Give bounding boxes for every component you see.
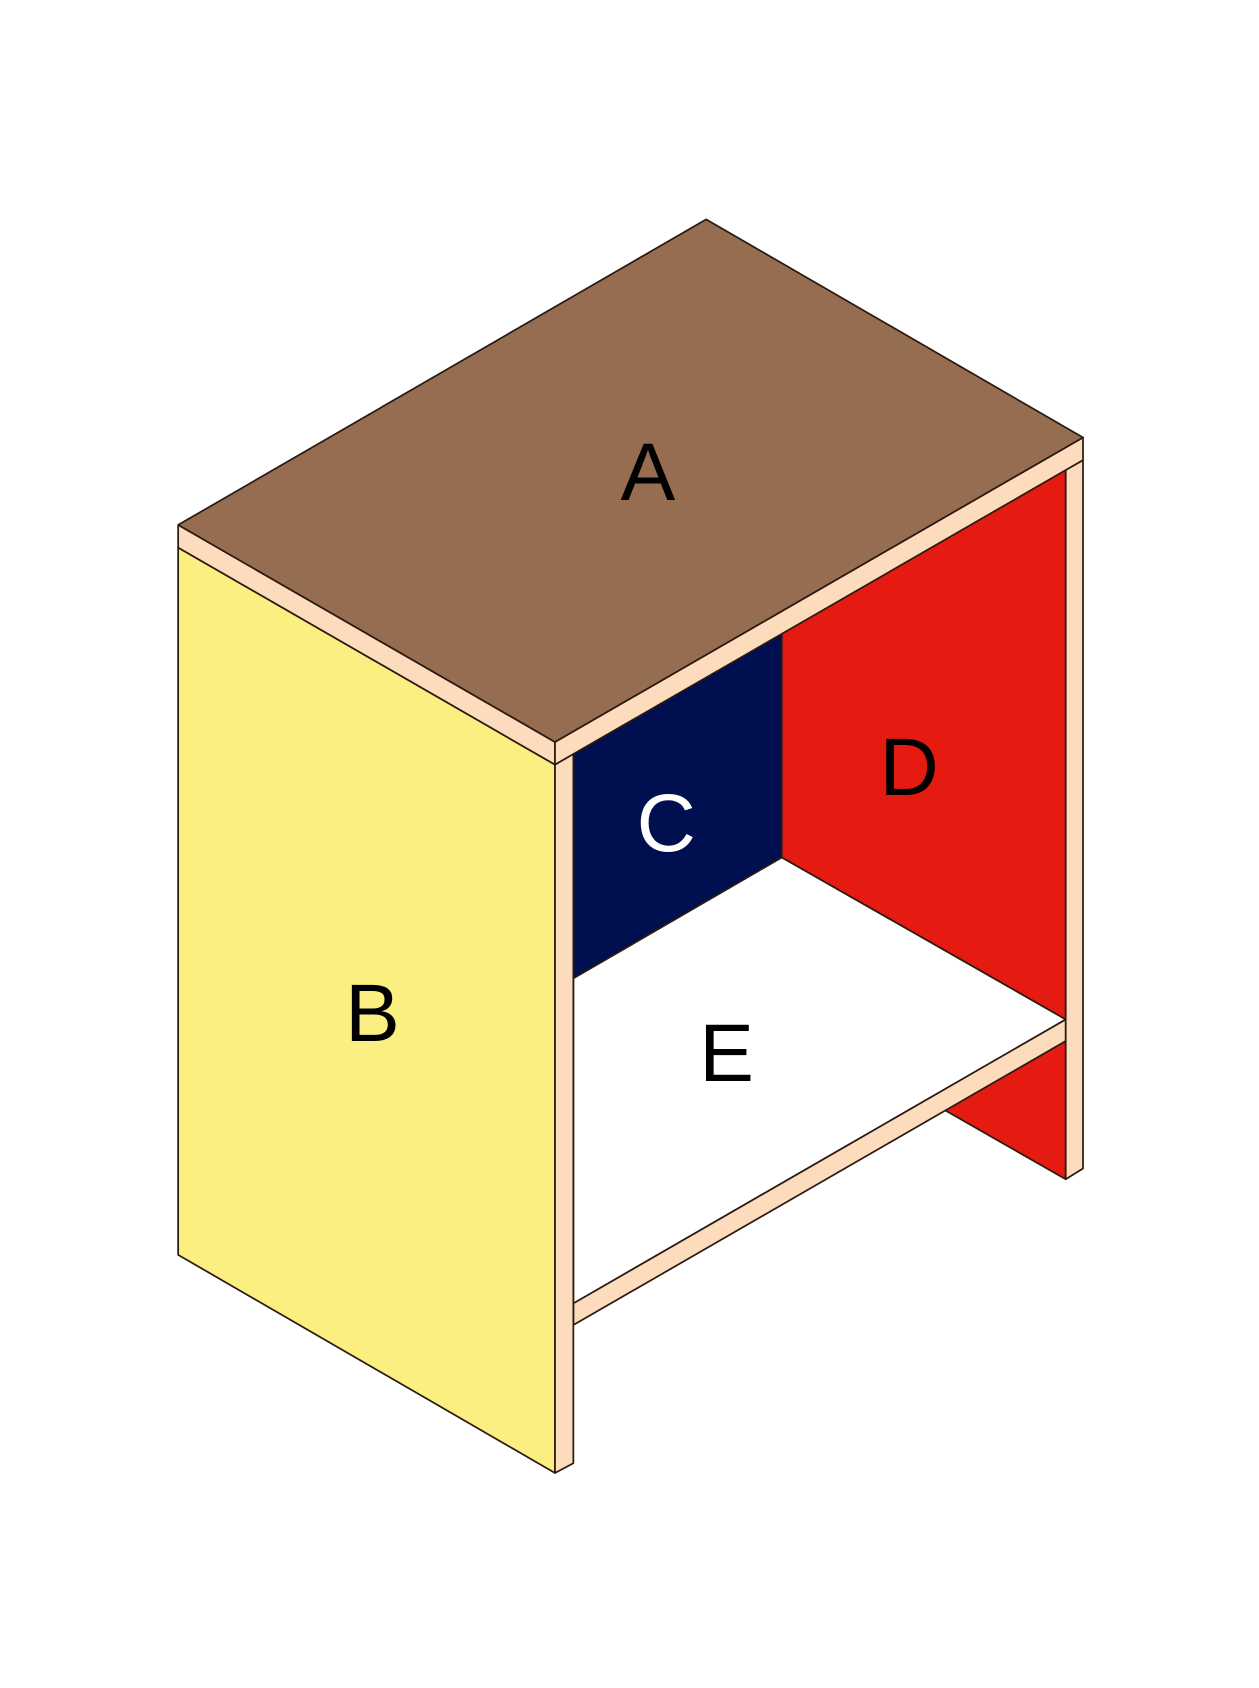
label-b: B xyxy=(345,968,400,1059)
right-post xyxy=(1064,459,1084,1181)
panel-a xyxy=(177,218,1084,743)
label-a: A xyxy=(620,427,675,518)
left-post-edge xyxy=(554,752,575,1474)
label-e: E xyxy=(699,1008,754,1099)
label-d: D xyxy=(880,722,939,813)
label-c: C xyxy=(637,778,696,869)
